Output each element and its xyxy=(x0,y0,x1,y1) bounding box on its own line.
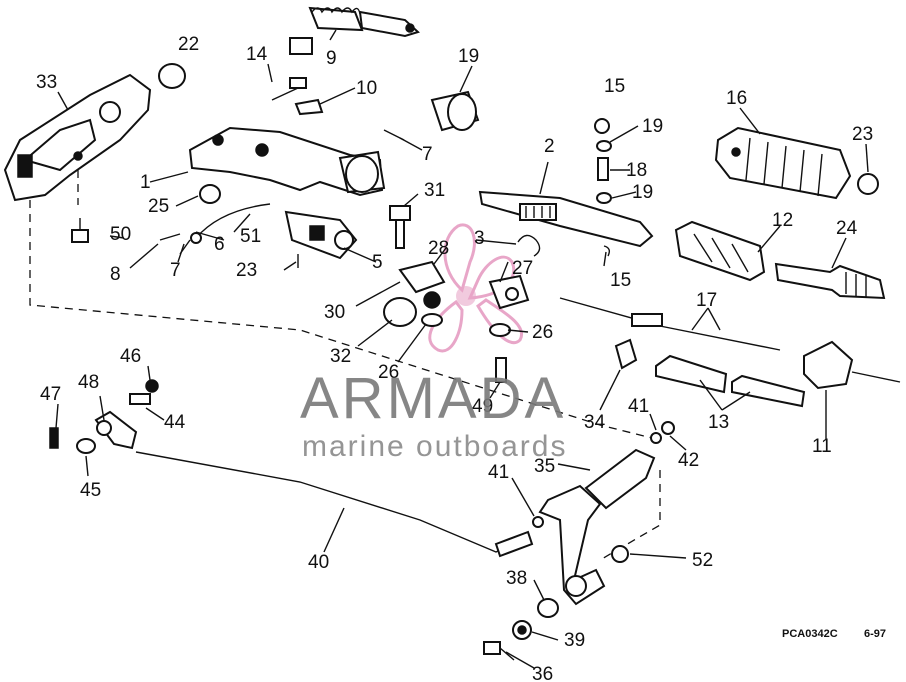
label-42: 42 xyxy=(678,450,699,471)
part-50-screw xyxy=(495,357,507,383)
part-44-46-47-45-fasteners xyxy=(49,379,159,454)
label-21: 23 xyxy=(852,124,873,145)
label-14: 14 xyxy=(246,44,268,65)
label-8: 8 xyxy=(110,264,121,285)
label-46: 46 xyxy=(120,346,141,367)
label-41a: 41 xyxy=(628,396,649,417)
label-13: 13 xyxy=(708,412,729,433)
part-14-bolt xyxy=(271,77,307,101)
part-8-pin xyxy=(159,233,181,241)
label-19b: 19 xyxy=(632,182,653,203)
label-10: 10 xyxy=(356,78,377,99)
part-22-cap xyxy=(158,63,186,89)
part-16-grip xyxy=(714,126,852,200)
label-18: 18 xyxy=(626,160,647,181)
label-4: 7 xyxy=(422,144,433,165)
leader-lines xyxy=(55,29,869,669)
label-34: 34 xyxy=(584,412,606,433)
label-51: 51 xyxy=(240,226,261,247)
label-15a: 15 xyxy=(604,76,625,97)
label-33: 33 xyxy=(36,72,57,93)
label-5: 5 xyxy=(372,252,383,273)
label-2: 2 xyxy=(544,136,555,157)
part-41-42-washers xyxy=(532,421,675,528)
label-36: 36 xyxy=(532,664,553,682)
part-2-throttle-shaft xyxy=(478,190,654,248)
label-44: 44 xyxy=(164,412,186,433)
label-20: 19 xyxy=(458,46,479,67)
watermark: ARMADA marine outboards xyxy=(300,366,567,463)
part-17-cable xyxy=(559,297,781,351)
label-25: 25 xyxy=(148,196,169,217)
part-9-spring xyxy=(289,6,420,55)
part-38-39-36-fasteners xyxy=(483,598,559,661)
label-47: 47 xyxy=(40,384,61,405)
label-48: 48 xyxy=(78,372,99,393)
label-39: 39 xyxy=(564,630,585,651)
label-22: 22 xyxy=(178,34,199,55)
label-35: 35 xyxy=(534,456,555,477)
part-48-rod-end xyxy=(94,410,138,450)
label-32: 32 xyxy=(330,346,351,367)
part-34-clip xyxy=(614,338,638,370)
watermark-brand: ARMADA xyxy=(300,366,566,431)
part-40-link-rod xyxy=(135,451,534,558)
part-21-cap xyxy=(857,173,879,195)
part-12-grip-insert xyxy=(674,220,766,282)
label-27: 27 xyxy=(512,258,533,279)
date-code: 6-97 xyxy=(864,628,886,640)
label-26a: 26 xyxy=(532,322,553,343)
label-17: 17 xyxy=(696,290,717,311)
part-10-clip xyxy=(294,98,324,116)
label-11: 11 xyxy=(812,436,832,457)
part-24-shaft-end xyxy=(774,262,886,300)
part-11-tube-end xyxy=(803,340,901,390)
part-15-ring xyxy=(594,118,611,257)
label-41b: 41 xyxy=(488,462,509,483)
label-16: 16 xyxy=(726,88,747,109)
label-50: 49 xyxy=(472,396,493,417)
label-15b: 15 xyxy=(610,270,631,291)
part-5-mount xyxy=(284,210,358,260)
part-35-shift-lever xyxy=(538,448,656,606)
label-9a: 9 xyxy=(326,48,337,69)
label-45: 45 xyxy=(80,480,101,501)
part-52-washer xyxy=(611,545,629,563)
part-18-19-pin-assembly xyxy=(596,140,612,204)
part-13-sleeves xyxy=(655,354,806,408)
part-49-bolt xyxy=(71,218,89,243)
label-30: 30 xyxy=(324,302,345,323)
label-3: 3 xyxy=(474,228,485,249)
part-26-28-30-32-small-parts xyxy=(383,260,530,337)
part-20-bushing xyxy=(430,90,480,132)
part-3-spring-clip xyxy=(517,234,541,257)
label-1: 1 xyxy=(140,172,151,193)
label-52: 52 xyxy=(692,550,713,571)
part-labels: 33 22 14 9 10 19 15 16 19 23 7 2 18 19 1… xyxy=(36,34,873,682)
label-26b: 26 xyxy=(378,362,399,383)
label-23: 23 xyxy=(236,260,257,281)
label-28: 28 xyxy=(428,238,449,259)
label-40: 40 xyxy=(308,552,329,573)
label-12: 12 xyxy=(772,210,793,231)
part-25-bushing xyxy=(199,184,221,204)
part-1-tiller-bracket xyxy=(188,126,386,197)
label-7: 7 xyxy=(170,260,181,281)
watermark-tagline: marine outboards xyxy=(302,430,567,463)
label-38: 38 xyxy=(506,568,527,589)
label-24: 24 xyxy=(836,218,858,239)
part-33-bracket xyxy=(3,73,152,202)
reference-code: PCA0342C xyxy=(782,628,838,640)
label-49: 50 xyxy=(110,224,131,245)
part-51-cable xyxy=(190,203,271,244)
label-31: 31 xyxy=(424,180,445,201)
part-31-pin xyxy=(389,205,411,249)
label-19a: 19 xyxy=(642,116,663,137)
label-6: 6 xyxy=(214,234,225,255)
